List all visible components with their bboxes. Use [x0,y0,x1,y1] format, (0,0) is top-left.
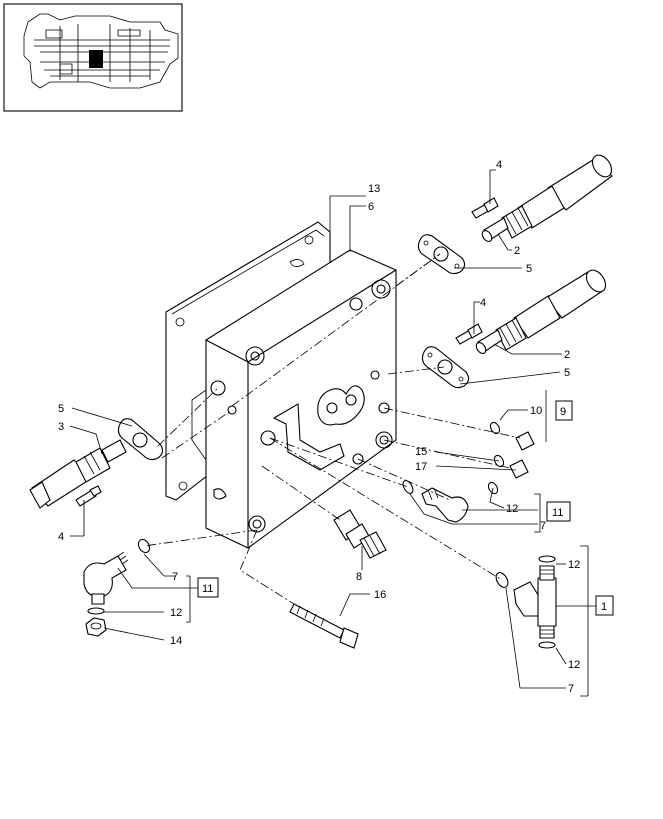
flange-left [117,418,164,461]
elbow-fitting-middle [421,487,469,523]
o-ring-10 [489,421,501,435]
bolt-top [471,197,499,219]
label-12-middle: 12 [506,503,518,515]
label-1: 1 [601,601,607,613]
part-labels: 13 6 4 2 5 4 2 5 10 9 15 17 12 11 7 5 3 … [58,159,607,695]
solenoid-top [481,154,613,242]
sensor-8 [333,509,387,559]
o-ring-left-top [137,538,151,554]
label-13: 13 [368,183,380,195]
label-17: 17 [415,461,427,473]
label-4-top: 4 [496,159,502,171]
label-5-middle: 5 [564,367,570,379]
leader-lines [69,169,596,697]
label-15: 15 [415,446,427,458]
ref-box-11-left [197,577,219,598]
o-ring-mid-right [487,481,499,495]
label-3: 3 [58,421,64,433]
label-8: 8 [356,571,362,583]
label-5-top: 5 [526,263,532,275]
label-5-left: 5 [58,403,64,415]
flange-top [417,234,466,275]
label-12-tee-top: 12 [568,559,580,571]
label-12-tee-bottom: 12 [568,659,580,671]
o-ring-tee-top [538,555,556,563]
label-10: 10 [530,405,542,417]
label-7-middle: 7 [540,520,546,532]
highlight-block [89,50,103,68]
nut-left [85,617,107,637]
ref-box-9 [555,400,573,421]
label-6: 6 [368,201,374,213]
label-7-tee: 7 [568,683,574,695]
plug-9 [515,431,535,451]
label-4-middle: 4 [480,297,486,309]
tee-fitting [513,565,557,639]
bolt-16 [289,603,359,649]
location-thumbnail [3,3,183,112]
label-12-left: 12 [170,607,182,619]
label-2-top: 2 [514,245,520,257]
label-16: 16 [374,589,386,601]
assembly-lines [143,253,521,605]
label-11-right: 11 [552,507,563,519]
label-2-middle: 2 [564,349,570,361]
elbow-fitting-left [83,551,129,605]
ref-box-11-right [546,501,571,522]
label-7-left: 7 [172,571,178,583]
valve-body [191,249,397,549]
solenoid-middle [475,269,607,354]
flange-middle [421,346,470,389]
plug-17 [509,459,529,479]
label-11-left: 11 [202,583,213,595]
o-ring-mid-left [402,480,414,494]
o-ring-tee-left [495,572,509,588]
ref-box-1 [595,595,614,616]
label-9: 9 [560,406,566,418]
solenoid-left [29,439,127,509]
bolt-left [75,485,102,507]
label-4-left: 4 [58,531,64,543]
o-ring-left-bottom [87,607,105,615]
bolt-middle [455,323,483,345]
o-ring-tee-bottom [538,641,556,649]
label-14: 14 [170,635,182,647]
